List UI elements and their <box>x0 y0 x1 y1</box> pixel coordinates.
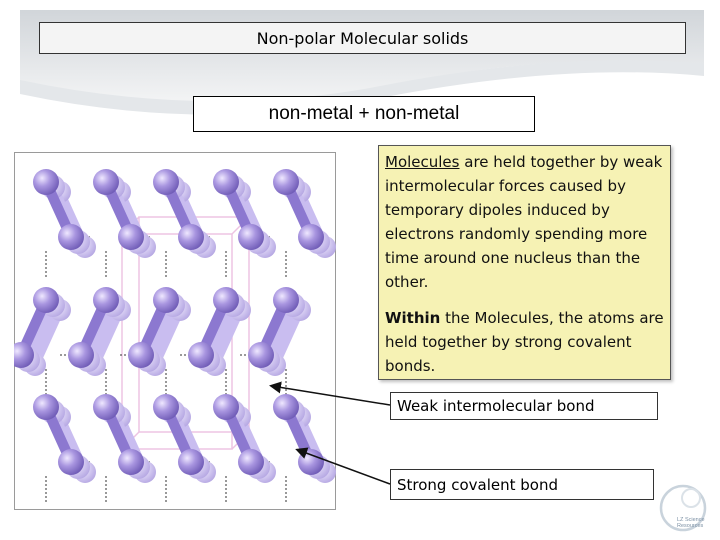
logo-text-line-2: Resources <box>677 523 704 529</box>
logo-text: LZ Science Resources <box>677 517 717 529</box>
term-molecules: Molecules <box>385 153 460 171</box>
explanation-paragraph-2: Within the Molecules, the atoms are held… <box>385 306 664 378</box>
explanation-box: Molecules are held together by weak inte… <box>378 145 671 380</box>
lz-science-logo <box>659 484 707 532</box>
logo-text-line-1: LZ Science <box>677 517 705 523</box>
slide-title: Non-polar Molecular solids <box>39 22 686 54</box>
paragraph-2-text: the Molecules, the atoms are held togeth… <box>385 309 664 375</box>
weak-bond-label: Weak intermolecular bond <box>390 392 658 420</box>
strong-bond-label: Strong covalent bond <box>390 469 654 500</box>
slide-subtitle: non-metal + non-metal <box>193 96 535 132</box>
term-within: Within <box>385 309 441 327</box>
explanation-paragraph-1: Molecules are held together by weak inte… <box>385 150 664 294</box>
molecular-crystal-image <box>14 152 336 510</box>
paragraph-1-text: are held together by weak intermolecular… <box>385 153 663 291</box>
